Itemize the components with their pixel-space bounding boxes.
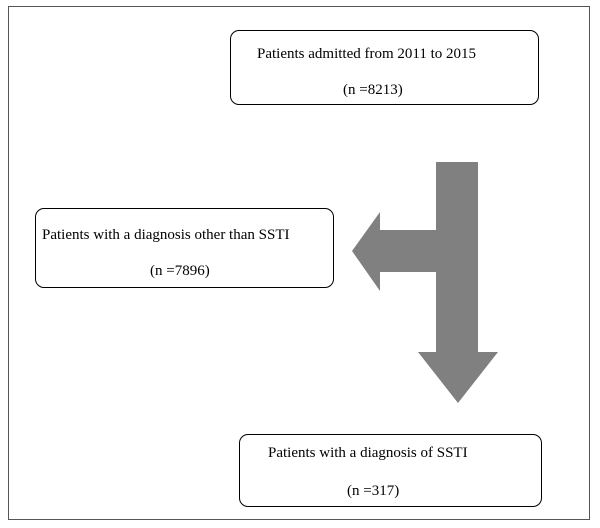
admitted-patients-count: (n =8213) bbox=[343, 82, 403, 98]
admitted-patients-label: Patients admitted from 2011 to 2015 bbox=[257, 46, 477, 62]
ssti-diagnosis-count: (n =317) bbox=[347, 483, 400, 499]
arrow-down-branch bbox=[418, 162, 498, 403]
ssti-diagnosis-box: Patients with a diagnosis of SSTI (n =31… bbox=[239, 434, 542, 507]
admitted-patients-box: Patients admitted from 2011 to 2015 (n =… bbox=[230, 30, 539, 105]
other-diagnosis-box: Patients with a diagnosis other than SST… bbox=[35, 208, 334, 288]
other-diagnosis-count: (n =7896) bbox=[150, 263, 210, 279]
diagram-frame bbox=[8, 6, 590, 520]
arrow-left-branch bbox=[352, 212, 436, 291]
ssti-diagnosis-label: Patients with a diagnosis of SSTI bbox=[268, 445, 468, 461]
other-diagnosis-label: Patients with a diagnosis other than SST… bbox=[42, 227, 290, 243]
